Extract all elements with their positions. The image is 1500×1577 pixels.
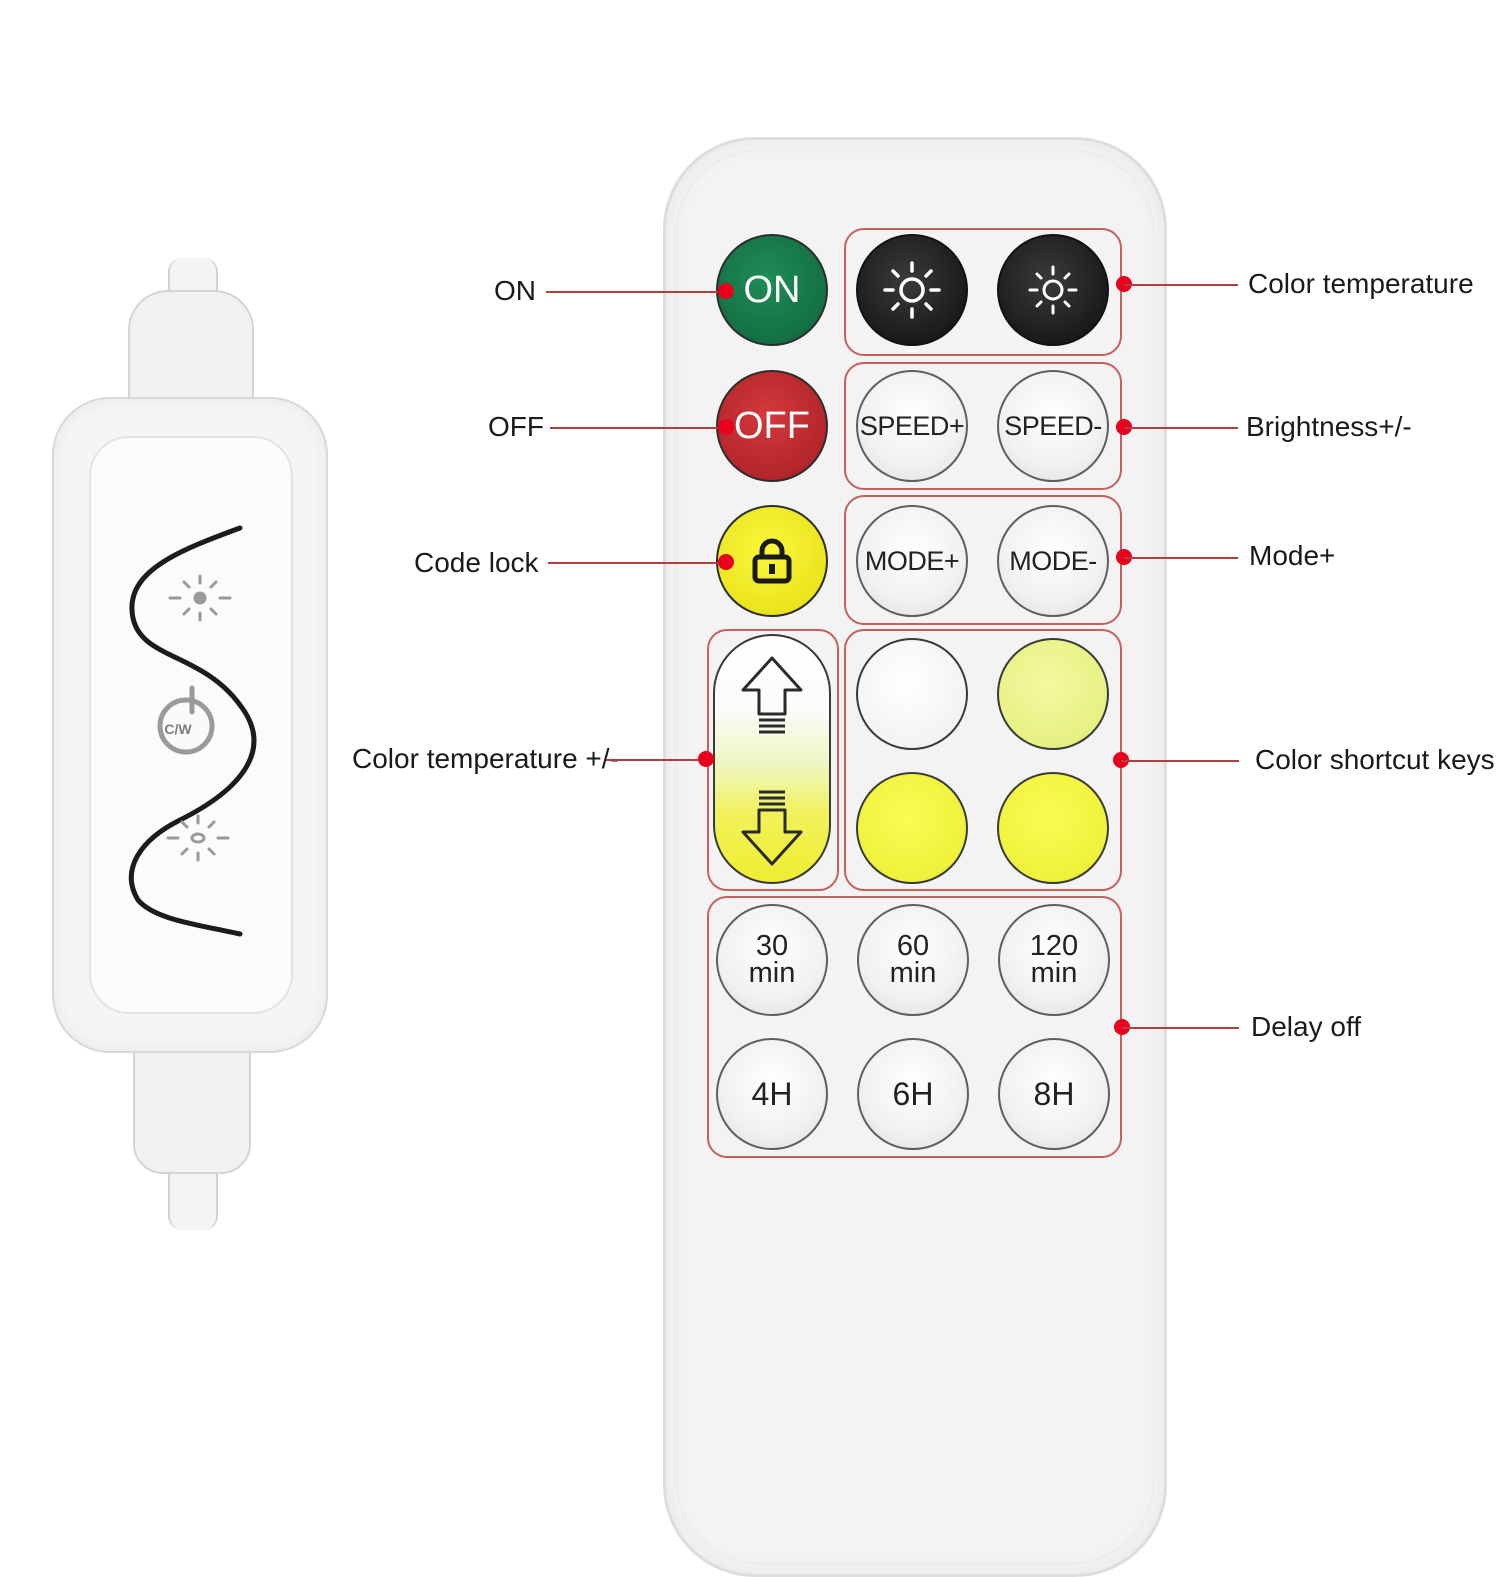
mode-minus-button[interactable]: MODE- (997, 505, 1109, 617)
pill-arrows (741, 656, 803, 866)
callout-off-dot (718, 419, 734, 435)
callout-delay-off: Delay off (1251, 1011, 1361, 1042)
callout-on-line (546, 291, 726, 293)
speed-plus-label: SPEED+ (859, 410, 965, 441)
lock-icon (752, 538, 792, 584)
callout-brightness-line (1124, 427, 1238, 429)
callout-on: ON (494, 275, 536, 306)
callout-off: OFF (488, 411, 544, 442)
switch-graphics: C/W (128, 525, 257, 937)
timer-120-num: 120 (1029, 930, 1079, 962)
timer-60-num: 60 (896, 930, 930, 962)
switch-wave (128, 525, 257, 937)
code-lock-button[interactable] (716, 505, 828, 617)
callout-color-temp-pm-dot (698, 751, 714, 767)
mode-minus-label: MODE- (1009, 545, 1097, 576)
timer-60-unit: min (889, 957, 937, 989)
timer-6h-label: 6H (892, 1075, 934, 1112)
color-shortcut-4[interactable] (997, 772, 1109, 884)
callout-color-temperature: Color temperature (1248, 268, 1474, 299)
callout-brightness: Brightness+/- (1246, 411, 1412, 442)
color-shortcut-3[interactable] (856, 772, 968, 884)
pill-separator (713, 768, 831, 772)
callout-color-temp-pm-line (606, 759, 706, 761)
timer-4h-label: 4H (751, 1075, 793, 1112)
sun-icon-small (1028, 265, 1078, 315)
svg-text:C/W: C/W (164, 721, 192, 737)
timer-8h-label: 8H (1033, 1075, 1075, 1112)
color-temp-pill (713, 634, 831, 884)
off-button[interactable]: OFF (716, 370, 828, 482)
timer-30-num: 30 (755, 930, 789, 962)
power-icon[interactable]: C/W (157, 685, 215, 755)
on-button-label: ON (743, 268, 801, 311)
callout-on-dot (718, 283, 734, 299)
callout-mode-line (1124, 557, 1238, 559)
group-color-temperature (844, 228, 1122, 356)
timer-4h-button[interactable]: 4H (716, 1038, 828, 1150)
speed-plus-button[interactable]: SPEED+ (856, 370, 968, 482)
callout-color-shortcut-line (1121, 760, 1239, 762)
timer-8h-button[interactable]: 8H (998, 1038, 1110, 1150)
color-shortcut-2[interactable] (997, 638, 1109, 750)
callout-delay-off-line (1122, 1027, 1239, 1029)
sun-icon-bright (168, 574, 232, 622)
timer-30-unit: min (748, 957, 796, 989)
mode-plus-label: MODE+ (864, 545, 960, 576)
callout-color-shortcut-keys: Color shortcut keys (1255, 744, 1495, 775)
callout-color-temp-pm: Color temperature +/- (352, 743, 619, 774)
callout-mode: Mode+ (1249, 540, 1336, 571)
timer-6h-button[interactable]: 6H (857, 1038, 969, 1150)
speed-minus-button[interactable]: SPEED- (997, 370, 1109, 482)
switch-neck-bottom (133, 1040, 251, 1174)
arrow-down-icon[interactable] (741, 790, 803, 866)
color-temp-warm-button[interactable] (856, 234, 968, 346)
sun-icon (883, 261, 941, 319)
on-button[interactable]: ON (716, 234, 828, 346)
mode-plus-button[interactable]: MODE+ (856, 505, 968, 617)
timer-120-unit: min (1030, 957, 1078, 989)
callout-code-lock-line (548, 562, 726, 564)
switch-neck-top (128, 290, 254, 412)
color-shortcut-1[interactable] (856, 638, 968, 750)
callout-color-temperature-line (1124, 284, 1238, 286)
arrow-up-icon[interactable] (741, 656, 803, 734)
callout-code-lock-dot (718, 554, 734, 570)
color-temp-cool-button[interactable] (997, 234, 1109, 346)
callout-off-line (550, 427, 726, 429)
callout-code-lock: Code lock (414, 547, 539, 578)
speed-minus-label: SPEED- (1004, 410, 1102, 441)
sun-icon-dim (166, 814, 230, 862)
off-button-label: OFF (734, 404, 810, 447)
